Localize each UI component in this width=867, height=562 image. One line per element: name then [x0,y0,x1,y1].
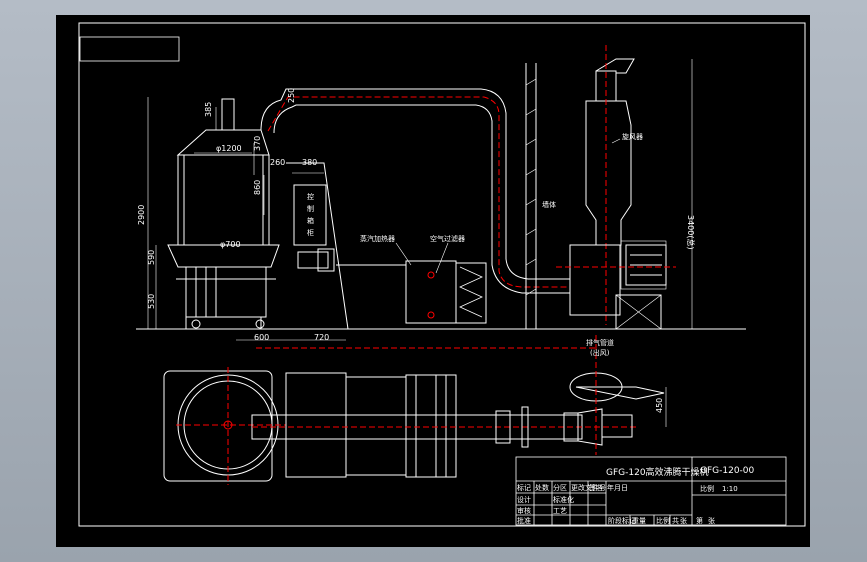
outer-frame [78,22,806,527]
top-chimney [221,98,235,131]
tb-bottom-7: 张 [708,516,715,525]
exhaust-fan-housing [569,244,621,316]
plan-filter-body [405,374,457,478]
control-cabinet-char-4: 柜 [307,228,314,237]
dim-380: 380 [302,158,317,167]
control-cabinet-char-3: 箱 [307,216,314,225]
air-filter-box [455,262,487,324]
exhaust-pipe [260,88,570,280]
tb-row2-2: 标准化 [553,495,574,504]
drawing-name: GFG-120高效沸腾干燥机 [606,466,709,478]
tb-bottom-4: 共 [672,516,679,525]
title-block-texts: GFG-120高效沸腾干燥机 GFG-120-00 比例 1:10 标记 处数 … [517,466,755,525]
control-cabinet-char-1: 控 [307,192,314,201]
dim-385: 385 [204,102,213,117]
dim-720: 720 [314,333,329,342]
tb-row-6: 年月日 [607,483,628,492]
tb-row2-3: 审核 [517,506,531,515]
dim-3400: 3400(总) [686,215,696,250]
dim-700: φ700 [220,240,241,249]
tb-row-1: 标记 [517,483,531,492]
plan-view [163,335,667,485]
dim-260: 260 [270,158,285,167]
elevation-labels: 控 制 箱 柜 蒸汽加热器 空气过滤器 旋风器 墙体 [307,132,643,274]
label-air-filter: 空气过滤器 [430,234,465,243]
scale-label: 比例 [700,484,714,493]
scale-value: 1:10 [722,485,738,493]
tb-bottom-6: 第 [696,516,703,525]
tb-bottom-2: 重量 [632,517,646,525]
title-block-frame [515,456,787,526]
plan-fan [577,408,603,446]
label-exhaust-2: (出风) [590,348,610,357]
label-exhaust: 排气管道 [586,338,614,347]
control-cabinet [293,184,327,246]
dim-250: 250 [287,88,296,103]
sheet-background [56,15,810,547]
elevation-view [136,45,746,330]
fan-motor-left [297,251,329,269]
tb-bottom-1: 阶段标记 [608,516,636,525]
tb-row2-1: 设计 [517,495,531,504]
fan-base-frame [615,294,662,330]
dim-600: 600 [254,333,269,342]
tb-row-5: 签名 [589,483,603,492]
drawing-number: GFG-120-00 [700,466,755,476]
tb-bottom-5: 张 [680,516,687,525]
elevation-dimension-texts: 385 250 φ1200 370 260 380 860 2900 φ700 … [137,88,696,342]
label-cyclone: 旋风器 [622,132,643,141]
cad-drawing: 385 250 φ1200 370 260 380 860 2900 φ700 … [56,15,810,547]
dim-1200: φ1200 [216,144,242,153]
tb-row2-5: 批准 [517,516,531,525]
title-block [515,456,787,526]
top-left-label-box [79,36,180,62]
dim-2900: 2900 [137,205,146,225]
drawing-sheet: 385 250 φ1200 370 260 380 860 2900 φ700 … [56,15,810,547]
tb-row-3: 分区 [553,483,567,492]
dim-450: 450 [655,398,664,413]
dim-590: 590 [147,250,156,265]
dim-860: 860 [253,180,262,195]
dim-530: 530 [147,294,156,309]
elevation-dimensions [147,59,693,341]
dryer-base-chamber [185,266,267,318]
pipe-centerline [267,96,570,288]
label-steam-heater: 蒸汽加热器 [360,234,395,243]
dim-370: 370 [253,136,262,151]
tb-bottom-3: 比例 [656,516,670,525]
control-cabinet-char-2: 制 [307,204,314,213]
tb-row-2: 处数 [535,483,549,492]
tb-row-4: 更改文件号 [571,483,606,492]
tb-row2-4: 工艺 [553,507,567,515]
label-wall: 墙体 [542,200,556,209]
dryer-lower-cone [167,244,280,268]
